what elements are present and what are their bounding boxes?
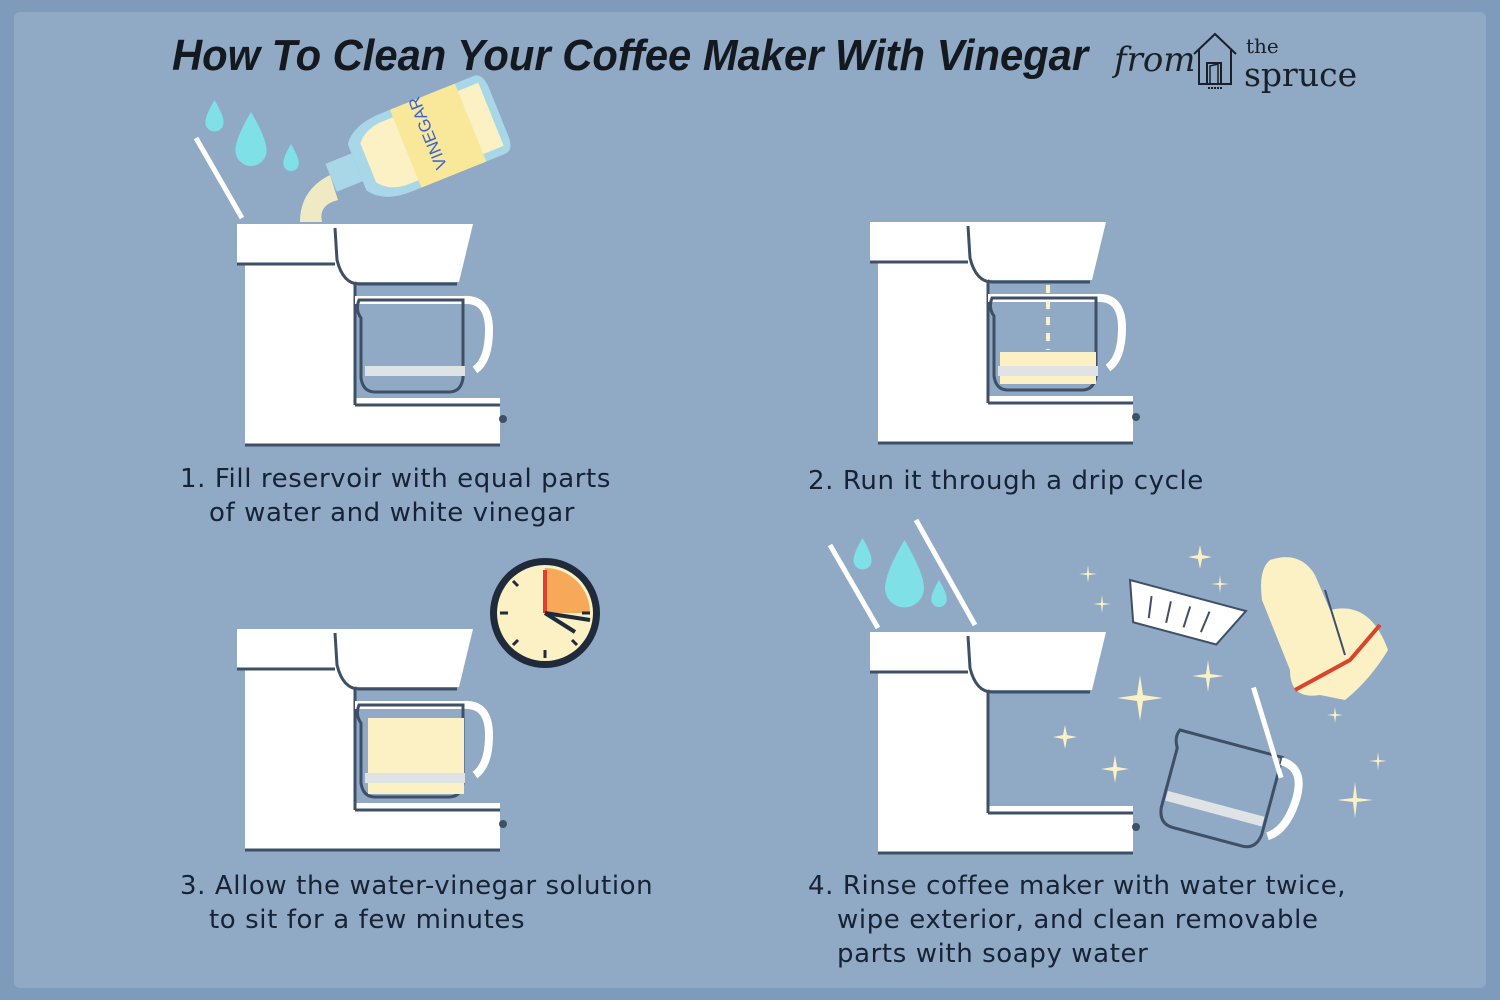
step-1-text: 1. Fill reservoir with equal parts of wa… <box>180 462 611 530</box>
water-drop-icon <box>205 100 224 132</box>
page-title: How To Clean Your Coffee Maker With Vine… <box>172 31 1089 80</box>
step-number: 2. <box>808 466 835 496</box>
step-line: Run it through a drip cycle <box>842 466 1204 496</box>
drip-line <box>913 518 978 627</box>
step2-illustration <box>870 222 1140 443</box>
step-number: 4. <box>808 871 835 901</box>
step-line: Allow the water-vinegar solution <box>214 871 654 901</box>
brand-the: the <box>1246 34 1279 58</box>
coffee-maker-icon <box>237 224 507 445</box>
carafe-band <box>998 366 1098 376</box>
carafe-icon <box>1159 686 1303 849</box>
drip-line <box>193 136 245 220</box>
step-3-text: 3. Allow the water-vinegar solution to s… <box>180 869 653 937</box>
step4-illustration <box>827 518 1388 855</box>
step-number: 3. <box>180 871 207 901</box>
sparkle-icons <box>1053 545 1387 818</box>
filter-basket-icon <box>1128 578 1248 646</box>
water-drop-icon <box>885 540 924 608</box>
carafe-band <box>365 366 465 376</box>
from-label: from <box>1114 40 1196 80</box>
step-line: of water and white vinegar <box>209 498 576 528</box>
step-line: Fill reservoir with equal parts <box>214 464 611 494</box>
step-2-text: 2. Run it through a drip cycle <box>808 464 1204 498</box>
brand-name: spruce <box>1244 55 1358 94</box>
vinegar-bottle-icon: VINEGAR <box>325 75 511 197</box>
step-4-text: 4. Rinse coffee maker with water twice, … <box>808 869 1346 971</box>
step1-illustration: VINEGAR <box>193 75 514 445</box>
step-line: Rinse coffee maker with water twice, <box>842 871 1347 901</box>
water-drop-icon <box>283 144 299 171</box>
vinegar-stream <box>300 175 338 222</box>
water-drop-icon <box>931 580 947 607</box>
step3-illustration <box>237 558 600 850</box>
coffee-maker-body <box>870 632 1140 855</box>
water-drop-icon <box>853 538 872 570</box>
carafe-band <box>365 773 465 783</box>
step-line: wipe exterior, and clean removable <box>837 905 1319 935</box>
coffee-maker-icon <box>870 222 1140 443</box>
step-line: to sit for a few minutes <box>209 905 526 935</box>
step-line: parts with soapy water <box>837 939 1149 969</box>
towel-icon <box>1261 557 1388 700</box>
step-number: 1. <box>180 464 207 494</box>
water-drop-icon <box>235 112 267 166</box>
clock-icon <box>490 558 600 668</box>
drip-line <box>827 543 881 630</box>
house-logo-icon <box>1193 32 1237 89</box>
